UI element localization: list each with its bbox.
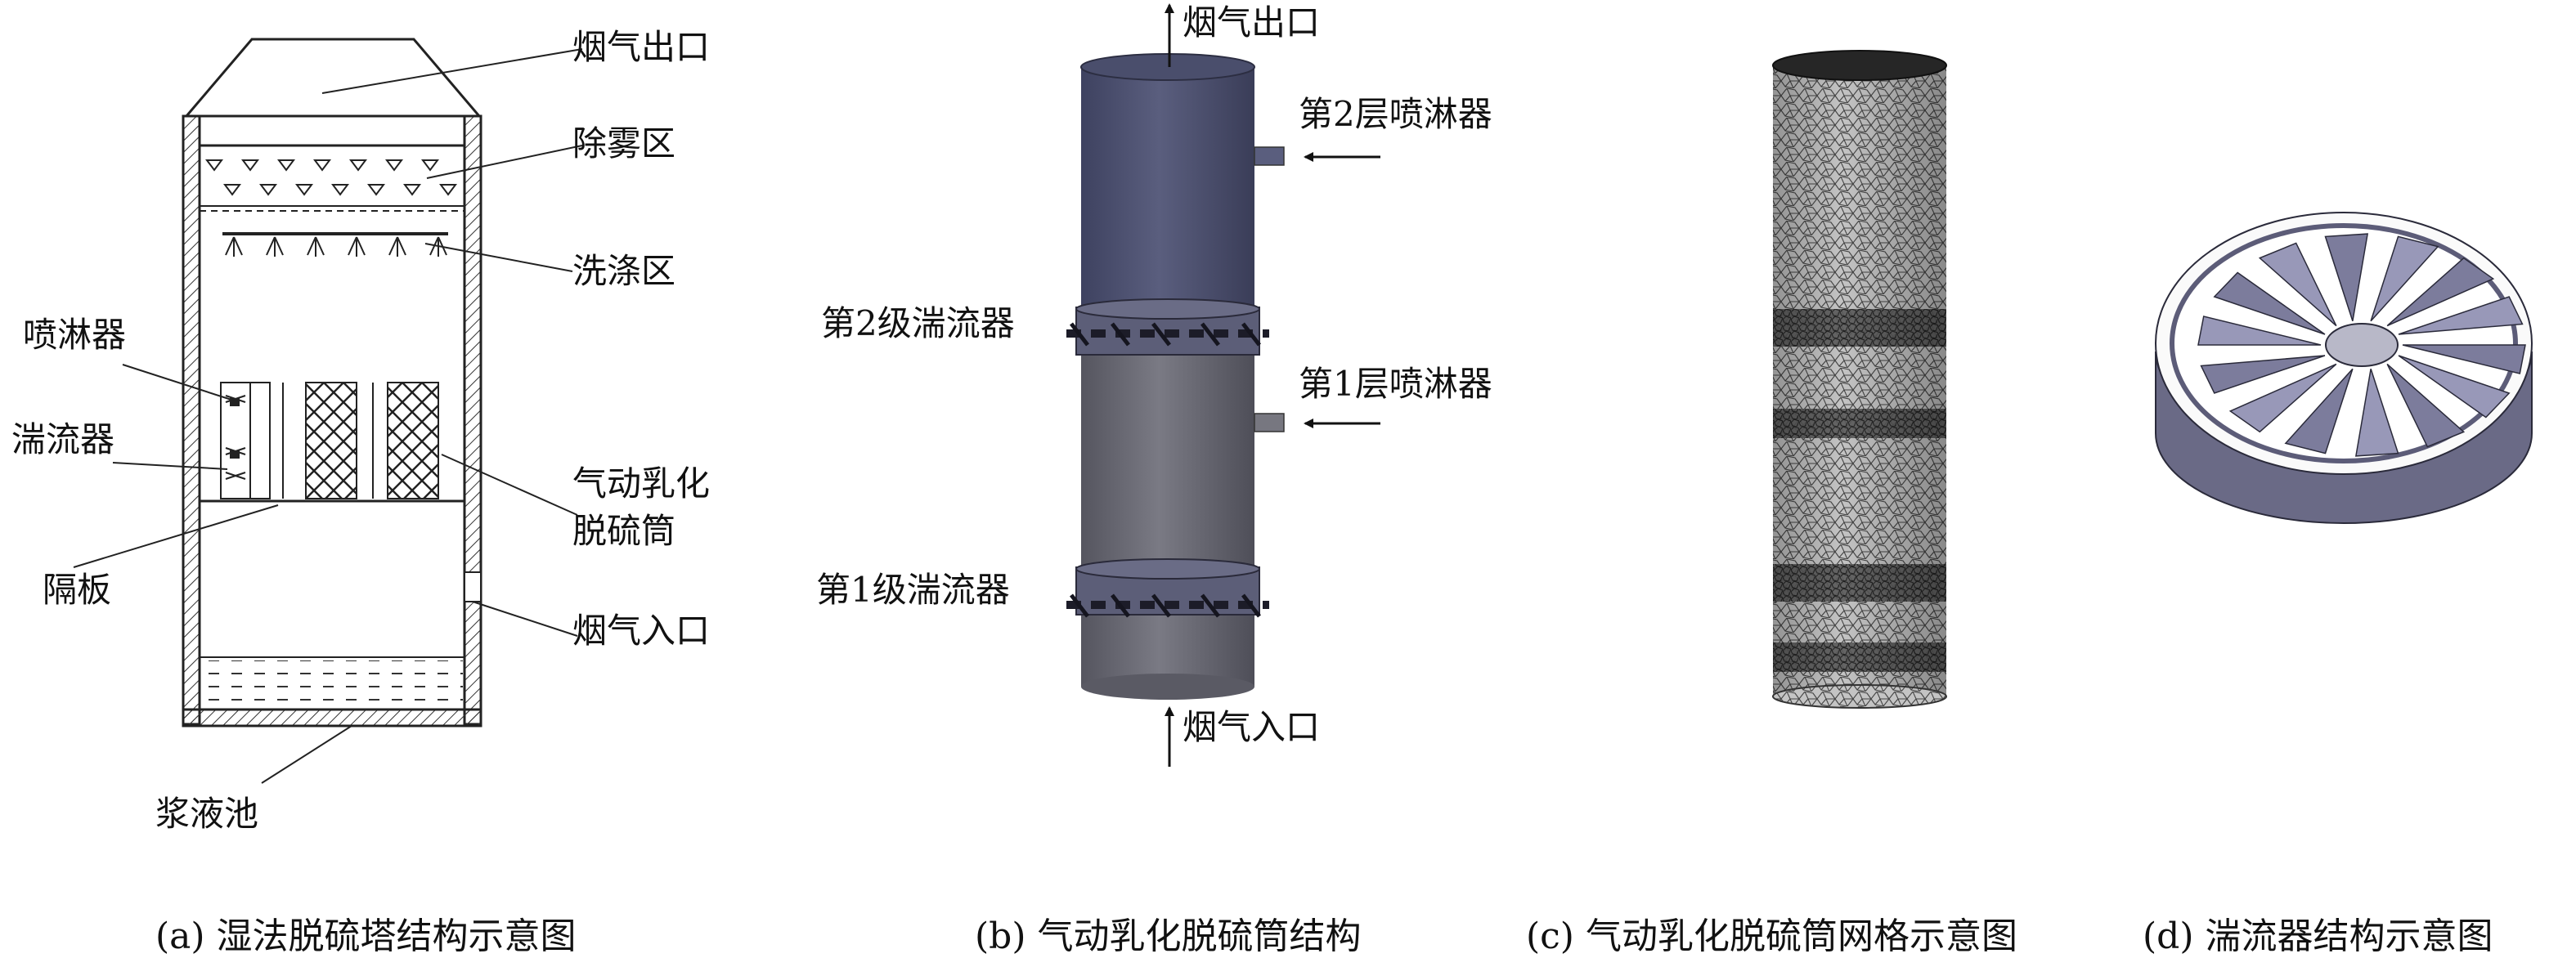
swirler-ring-1 [1066,558,1269,618]
demister-chevron [385,159,403,172]
swirler-blade [2354,369,2399,457]
swirler-blade [2258,242,2337,327]
label-slurry-pool: 浆液池 [155,794,258,834]
demister-chevron [349,159,367,172]
label-demist-zone: 除雾区 [572,123,675,163]
label-emulsion-tube-line1: 气动乳化 [572,463,710,504]
emulsion-tube-1-wall [249,382,271,499]
tower-bottom-wall [182,708,482,727]
swirler-blade [2386,257,2495,327]
caption-a: (a) 湿法脱硫塔结构示意图 [155,916,577,957]
lower-tube-body [1081,351,1254,687]
spray-nozzle [348,236,366,257]
spray-nozzle [388,236,406,257]
demister-chevron [223,184,241,196]
upper-tube-body [1081,65,1254,311]
demister-chevron [439,184,457,196]
mesh-cylinder-bottom [1772,684,1947,709]
demister-chevron [277,159,295,172]
label-swirler: 湍流器 [11,419,114,459]
caption-b: (b) 气动乳化脱硫筒结构 [975,916,1361,957]
lower-tube-bottom [1081,674,1254,700]
demister-chevron [367,184,385,196]
spray-nozzle [266,236,284,257]
demister-chevron [205,159,223,172]
swirler-blade [2324,233,2369,321]
label-flue-outlet-b: 烟气出口 [1183,2,1320,43]
demister-chevron [403,184,421,196]
panel-c-mesh-cylinder: (c) 气动乳化脱硫筒网格示意图 [1526,50,2017,957]
caption-d: (d) 湍流器结构示意图 [2143,916,2493,957]
swirler-blade [2402,344,2526,374]
label-flue-inlet-b: 烟气入口 [1183,707,1320,747]
demister-chevron [259,184,277,196]
flue-inlet-opening [464,571,482,602]
spray-nozzle [225,236,243,257]
demister-chevron [313,159,331,172]
label-sprayer: 喷淋器 [23,315,126,355]
swirler-blade [2197,316,2322,346]
swirler-blade [2284,368,2354,454]
swirler-blade [2398,296,2524,335]
swirler-hub [2325,323,2399,367]
label-sprayer-layer2: 第2层喷淋器 [1299,94,1492,134]
label-flue-inlet-a: 烟气入口 [572,611,710,651]
caption-c: (c) 气动乳化脱硫筒网格示意图 [1526,916,2017,957]
swirler-blade [2200,355,2326,394]
swirler-ring-2 [1066,298,1269,356]
label-flue-outlet-a: 烟气出口 [572,27,710,67]
mesh-cylinder-top [1772,50,1947,81]
slurry-liquid [201,660,463,708]
panel-a-tower-schematic: 烟气出口 除雾区 洗涤区 喷淋器 湍流器 气动乳化 脱硫筒 隔板 烟气入口 浆液… [11,27,710,957]
tower-left-wall [182,114,201,726]
demister-chevron [331,184,349,196]
swirler-blade [2370,235,2439,322]
wash-nozzles [225,236,447,257]
panel-d-swirler: (d) 湍流器结构示意图 [2143,212,2533,957]
tube-internals [225,395,246,480]
spray-nozzle [307,236,325,257]
panel-b-emulsion-tube: 烟气出口 第2层喷淋器 第2级湍流器 第1层喷淋器 第1级湍流器 烟气入口 (b… [816,2,1492,957]
demister-chevron [241,159,259,172]
swirler-blade [2213,271,2326,335]
label-sprayer-layer1: 第1层喷淋器 [1299,364,1492,404]
demister-chevrons [205,159,457,196]
upper-tube-top [1080,53,1255,81]
swirler-blades [2197,233,2526,457]
label-emulsion-tube-line2: 脱硫筒 [572,511,675,551]
swirler-blade [2228,363,2337,433]
emulsion-tube-3 [387,382,439,499]
label-swirler-stage2: 第2级湍流器 [821,303,1015,343]
label-wash-zone: 洗涤区 [572,251,675,291]
emulsion-tube-2 [305,382,357,499]
label-baffle: 隔板 [43,570,111,610]
swirler-blade [2398,355,2511,419]
swirler-blade [2386,363,2466,448]
sprayer-nozzle-1 [1254,413,1285,432]
tower-hood [183,38,482,118]
sprayer-nozzle-2 [1254,146,1285,166]
tower-right-wall [463,114,482,726]
label-swirler-stage1: 第1级湍流器 [816,570,1010,610]
demister-chevron [295,184,313,196]
demister-chevron [421,159,439,172]
